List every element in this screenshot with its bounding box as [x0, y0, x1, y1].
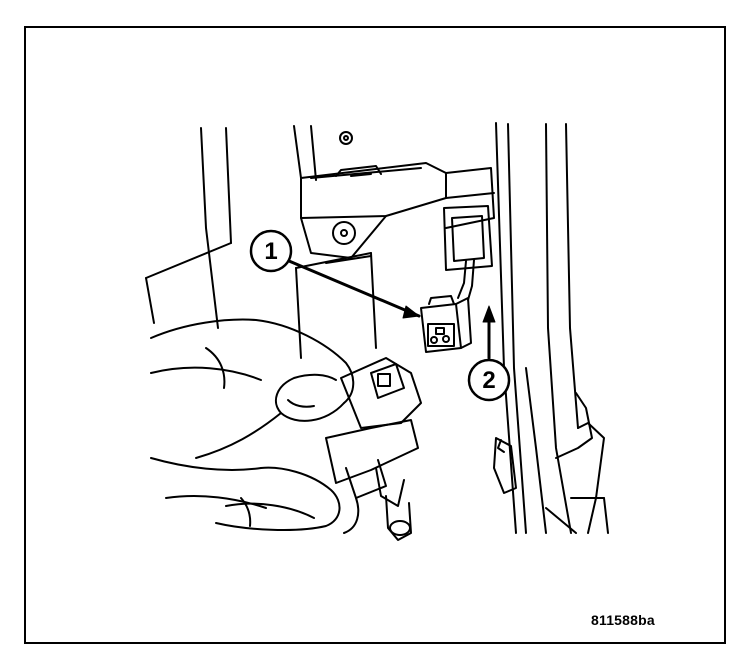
callout-2-leader	[482, 305, 496, 360]
callout-1-leader	[287, 259, 421, 319]
figure-id-label: 811588ba	[591, 612, 655, 628]
pillar-clip	[493, 437, 517, 494]
harness-connector	[420, 295, 472, 353]
illustration: 1 2	[145, 122, 609, 541]
door-pillar	[495, 122, 609, 534]
figure-frame: 1 2 811588ba	[24, 26, 726, 644]
callout-1-number: 1	[264, 238, 277, 265]
callout-2-number: 2	[482, 367, 495, 394]
interior-panel	[145, 127, 377, 359]
callout-1: 1	[249, 229, 293, 273]
callout-2: 2	[467, 358, 511, 402]
hinge-bracket	[293, 125, 495, 264]
hand	[150, 318, 360, 534]
door-ajar-switch	[325, 357, 422, 541]
connector-housing	[443, 205, 493, 301]
